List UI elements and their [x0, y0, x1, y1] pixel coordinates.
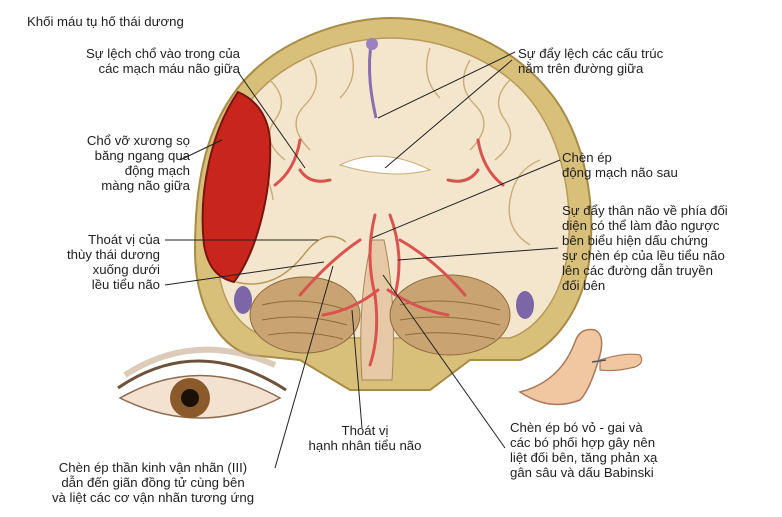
- leader-lines: [164, 51, 561, 469]
- eye-illustration: [117, 346, 287, 419]
- cerebellar-folia: [261, 300, 501, 340]
- epidural-hematoma: [201, 90, 272, 284]
- sigmoid-sinus-left: [234, 286, 252, 314]
- label-pca-compression: Chèn ép động mạch não sau: [562, 150, 678, 180]
- sagittal-sinus: [366, 38, 378, 50]
- label-medial-shift-vessels: Sự lệch chổ vào trong của các mạch máu n…: [86, 46, 240, 76]
- label-skull-fracture: Chổ vỡ xương sọ băng ngang qua động mạch…: [86, 133, 190, 193]
- diagram-title: Khối máu tụ hố thái dương: [27, 14, 184, 29]
- label-tonsillar-herniation: Thoát vị hạnh nhân tiểu não: [308, 423, 422, 453]
- cerebral-vessels: [273, 138, 505, 367]
- lateral-ventricle: [338, 155, 432, 175]
- sigmoid-sinus-right: [516, 291, 534, 319]
- cerebellum-right: [389, 274, 511, 356]
- temporal-lobe: [235, 235, 347, 285]
- label-midline-shift: Sự đẩy lệch các cấu trúc nằm trên đường …: [518, 46, 664, 76]
- label-oculomotor-compression: Chèn ép thần kinh vận nhãn (III) dẫn đến…: [51, 460, 255, 505]
- label-brainstem-shift: Sự đẩy thân não về phía đối diện có thể …: [562, 203, 728, 293]
- foot-illustration: [518, 328, 643, 406]
- label-corticospinal-compression: Chèn ép bó vỏ - gai và các bó phối hợp g…: [510, 420, 658, 480]
- label-temporal-herniation: Thoát vị của thùy thái dương xuống dưới …: [67, 232, 160, 292]
